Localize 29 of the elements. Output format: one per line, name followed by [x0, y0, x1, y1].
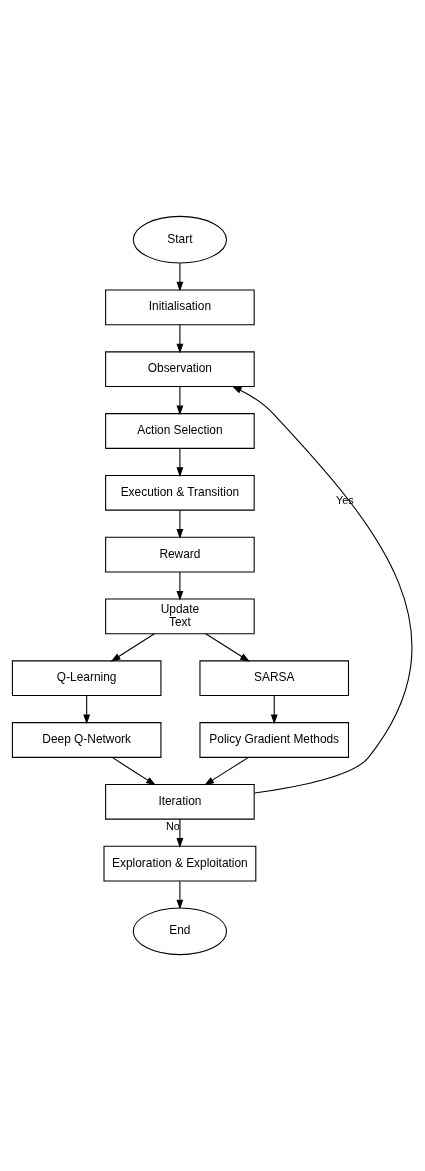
node-box: Q-Learning [11, 660, 162, 697]
node-box: Observation [105, 351, 255, 388]
node-box: Execution & Transition [105, 474, 255, 511]
node-box: Iteration [105, 783, 255, 820]
arrow [110, 633, 155, 662]
node-box: Exploration & Exploitation [103, 845, 257, 882]
node-ellipse: End [132, 907, 228, 956]
node-box: Deep Q-Network [11, 722, 162, 758]
node-box: Initialisation [105, 289, 255, 326]
node-box: Action Selection [105, 413, 255, 449]
arrow [270, 695, 278, 725]
arrow [176, 262, 184, 292]
arrow [176, 324, 184, 354]
arrow [176, 386, 184, 416]
arrow [231, 386, 413, 794]
arrow [176, 571, 184, 601]
arrow [205, 633, 250, 662]
arrow [176, 509, 184, 539]
arrow [111, 756, 156, 786]
node-box: Update Text [105, 598, 255, 635]
node-box: Reward [105, 536, 255, 573]
arrow [204, 756, 249, 786]
node-box: Policy Gradient Methods [199, 722, 350, 758]
arrow [176, 447, 184, 478]
node-ellipse: Start [132, 215, 228, 264]
arrow [176, 880, 184, 910]
arrow [176, 818, 184, 848]
node-box: SARSA [199, 660, 350, 697]
arrow [83, 695, 91, 725]
